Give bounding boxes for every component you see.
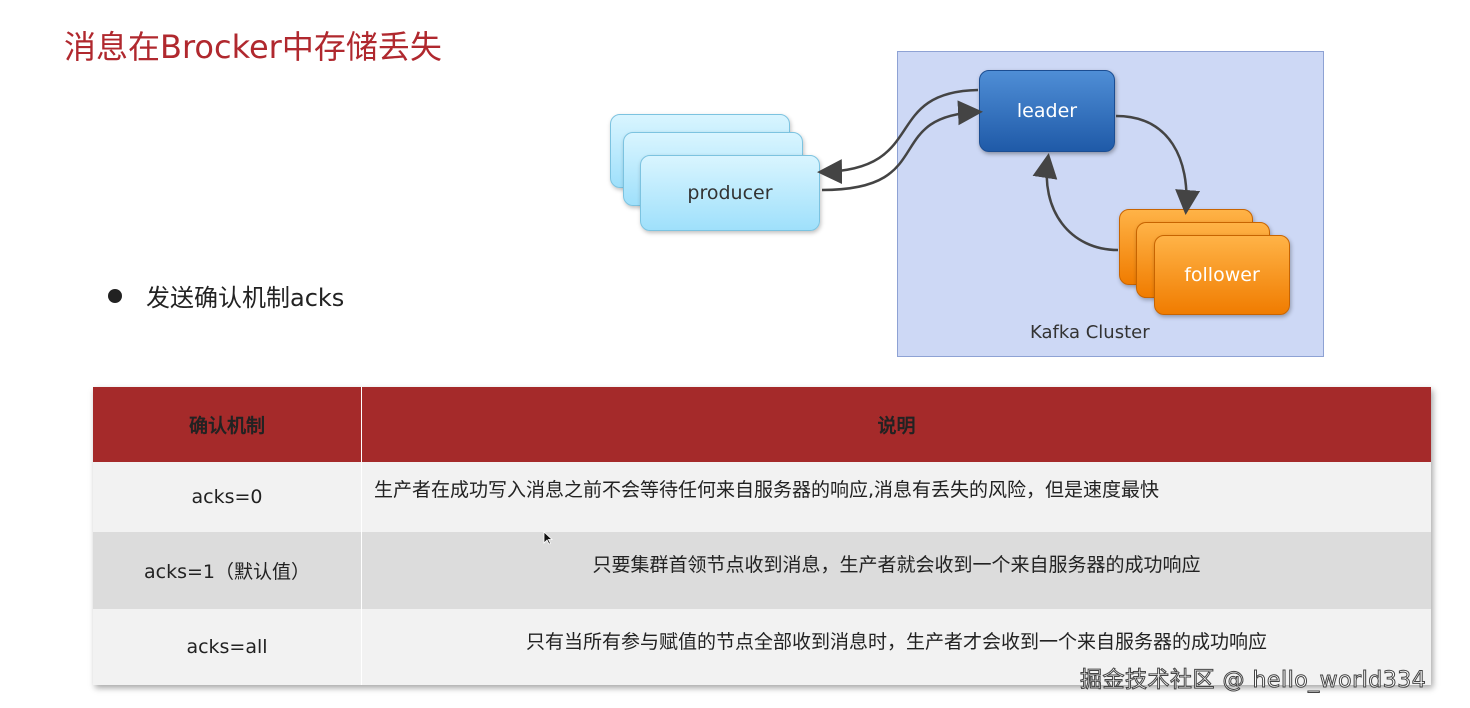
table-cell-desc: 生产者在成功写入消息之前不会等待任何来自服务器的响应,消息有丢失的风险，但是速度… bbox=[374, 479, 1160, 501]
diagram-arrows bbox=[817, 88, 1201, 252]
bullet-item: 发送确认机制acks bbox=[108, 278, 344, 313]
table-cell-mode: acks=0 bbox=[93, 462, 362, 532]
bullet-text: 发送确认机制acks bbox=[146, 284, 345, 312]
kafka-diagram: Kafka Cluster producer leader follower bbox=[600, 50, 1340, 370]
table-header-mode: 确认机制 bbox=[93, 387, 362, 462]
follower-label: follower bbox=[1184, 264, 1260, 286]
bullet-dot-icon bbox=[108, 288, 122, 303]
table-row: acks=all 只有当所有参与赋值的节点全部收到消息时，生产者才会收到一个来自… bbox=[93, 609, 1431, 685]
table-row: acks=0 生产者在成功写入消息之前不会等待任何来自服务器的响应,消息有丢失的… bbox=[93, 462, 1431, 532]
table-cell-desc: 只有当所有参与赋值的节点全部收到消息时，生产者才会收到一个来自服务器的成功响应 bbox=[525, 631, 1267, 653]
slide-title: 消息在Brocker中存储丢失 bbox=[64, 28, 442, 66]
table-row: acks=1（默认值） 只要集群首领节点收到消息，生产者就会收到一个来自服务器的… bbox=[93, 532, 1431, 609]
table-cell-mode: acks=1（默认值） bbox=[93, 532, 362, 609]
leader-to-producer-arrow bbox=[817, 88, 979, 185]
leader-label: leader bbox=[1016, 100, 1078, 122]
producer-box: producer bbox=[640, 155, 820, 231]
acks-table: 确认机制 说明 acks=0 生产者在成功写入消息之前不会等待任何来自服务器的响… bbox=[93, 387, 1431, 685]
table-header-desc: 说明 bbox=[877, 415, 916, 437]
watermark: 掘金技术社区 @ hello_world334 bbox=[1079, 668, 1427, 694]
leader-to-follower-arrow bbox=[1115, 114, 1201, 215]
kafka-cluster-label: Kafka Cluster bbox=[1030, 322, 1150, 343]
leader-box: leader bbox=[979, 70, 1115, 152]
mouse-pointer-icon bbox=[543, 531, 553, 545]
table-cell-desc: 只要集群首领节点收到消息，生产者就会收到一个来自服务器的成功响应 bbox=[592, 554, 1201, 576]
table-cell-mode: acks=all bbox=[93, 609, 362, 685]
table-header-row: 确认机制 说明 bbox=[93, 387, 1431, 462]
producer-to-leader-arrow bbox=[821, 100, 983, 192]
producer-label: producer bbox=[687, 182, 773, 204]
follower-to-leader-arrow bbox=[1032, 153, 1119, 252]
follower-box: follower bbox=[1154, 235, 1290, 315]
